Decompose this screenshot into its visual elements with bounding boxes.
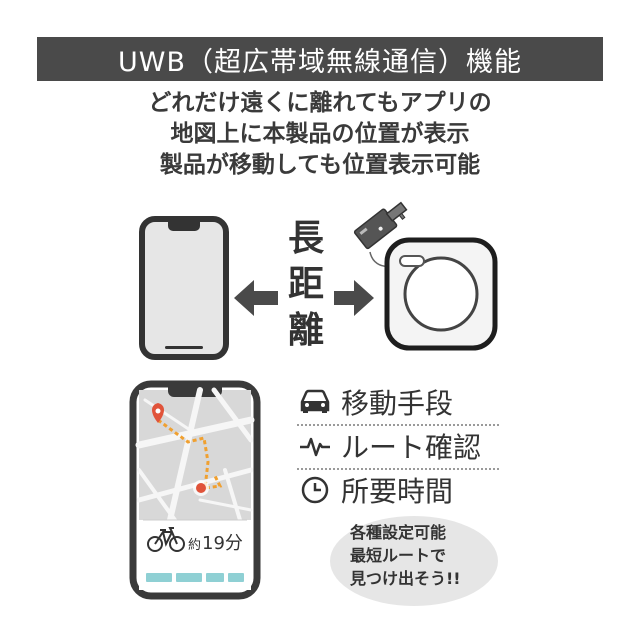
route-path (157, 418, 223, 490)
distance-char-1: 長 (287, 218, 324, 259)
description-line-1: どれだけ遠くに離れてもアプリの (148, 90, 492, 116)
callout-text: 各種設定可能 最短ルートで 見つけ出そう!! (330, 521, 498, 590)
title-banner: UWB（超広帯域無線通信）機能 (37, 37, 603, 81)
description-line-2: 地図上に本製品の位置が表示 (170, 121, 470, 147)
bottom-tabs (146, 573, 244, 582)
feature-duration: 所要時間 (297, 470, 453, 510)
divider (297, 424, 499, 426)
route-pulse-icon (297, 430, 333, 462)
feature-label-duration: 所要時間 (341, 475, 454, 508)
travel-time-value: 19分 (202, 533, 243, 554)
map-phone (129, 380, 261, 600)
long-distance-label: 長 距 離 (281, 216, 331, 354)
callout-bubble (330, 516, 498, 606)
feature-route: ルート確認 (297, 426, 481, 466)
arrow-right-icon (334, 280, 374, 316)
key-icon (353, 201, 408, 268)
arrow-left-icon (234, 280, 278, 316)
bicycle-icon (147, 527, 185, 552)
tracker-tag-icon (384, 237, 498, 351)
location-pin-icon (152, 403, 164, 423)
car-icon (297, 386, 333, 418)
description-line-3: 製品が移動しても位置表示可能 (159, 152, 481, 178)
divider (297, 468, 499, 470)
travel-time: 約 19分 (188, 529, 243, 555)
callout-line-1: 各種設定可能 (350, 523, 447, 542)
feature-label-route: ルート確認 (341, 431, 482, 464)
feature-transport: 移動手段 (297, 382, 453, 422)
callout-line-3: 見つけ出そう!! (350, 569, 461, 588)
clock-icon (297, 474, 333, 506)
distance-char-2: 距 (287, 264, 324, 305)
banner-title: UWB（超広帯域無線通信）機能 (118, 46, 522, 78)
callout-line-2: 最短ルートで (350, 546, 447, 565)
distance-char-3: 離 (287, 310, 324, 351)
smartphone-icon (139, 216, 229, 360)
feature-label-transport: 移動手段 (341, 387, 454, 420)
current-position-dot (196, 483, 206, 493)
travel-time-prefix: 約 (188, 538, 202, 553)
description: どれだけ遠くに離れてもアプリの 地図上に本製品の位置が表示 製品が移動しても位置… (0, 88, 640, 181)
